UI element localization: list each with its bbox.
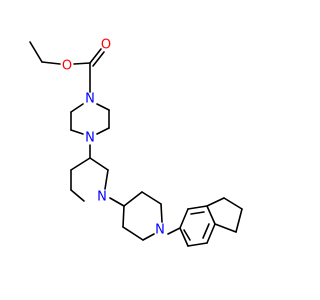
- bond-25: [167, 227, 181, 235]
- bond-28: [206, 205, 216, 225]
- bond-22: [122, 205, 125, 228]
- bond-17: [104, 169, 109, 190]
- bond-18: [109, 197, 125, 207]
- bond-38: [214, 223, 237, 233]
- bond-0: [29, 41, 43, 63]
- bond-20: [141, 191, 162, 205]
- bond-13: [70, 157, 91, 171]
- bond-23: [122, 226, 144, 241]
- bond-4: [92, 51, 105, 67]
- bond-8: [70, 129, 84, 135]
- atom-N-piperidine-2: N: [155, 223, 165, 238]
- structure-drawing: O O N N N N: [29, 38, 243, 247]
- bond-29: [206, 223, 216, 244]
- bond-2: [73, 62, 91, 65]
- bond-3: [89, 48, 102, 64]
- atom-N-piperazine-top: N: [85, 92, 95, 107]
- bond-31: [179, 227, 189, 247]
- bond-6: [70, 103, 84, 113]
- bond-37: [235, 208, 243, 233]
- bond-34: [183, 229, 191, 241]
- atom-O-carbonyl: O: [101, 38, 111, 53]
- bond-1: [41, 61, 61, 65]
- bond-36: [223, 197, 243, 210]
- bond-27: [187, 205, 208, 210]
- bond-30: [187, 242, 208, 247]
- bond-11: [96, 103, 110, 111]
- bond-16: [89, 157, 109, 171]
- bond-19: [123, 191, 143, 207]
- molecule-diagram: O O N N N N: [29, 37, 243, 247]
- atom-N-piperazine-bottom: N: [85, 131, 95, 146]
- bond-35: [206, 197, 225, 207]
- atom-labels: O O N N N N: [62, 38, 165, 238]
- bond-15: [70, 189, 85, 202]
- bond-lines: [29, 41, 243, 247]
- bond-33: [202, 223, 210, 239]
- atom-N-piperidine-1: N: [97, 190, 107, 205]
- bond-21: [160, 203, 163, 223]
- bond-9: [96, 127, 110, 135]
- bond-24: [142, 233, 155, 241]
- bond-32: [190, 211, 205, 215]
- atom-O-ester: O: [62, 59, 72, 74]
- bond-26: [179, 208, 189, 229]
